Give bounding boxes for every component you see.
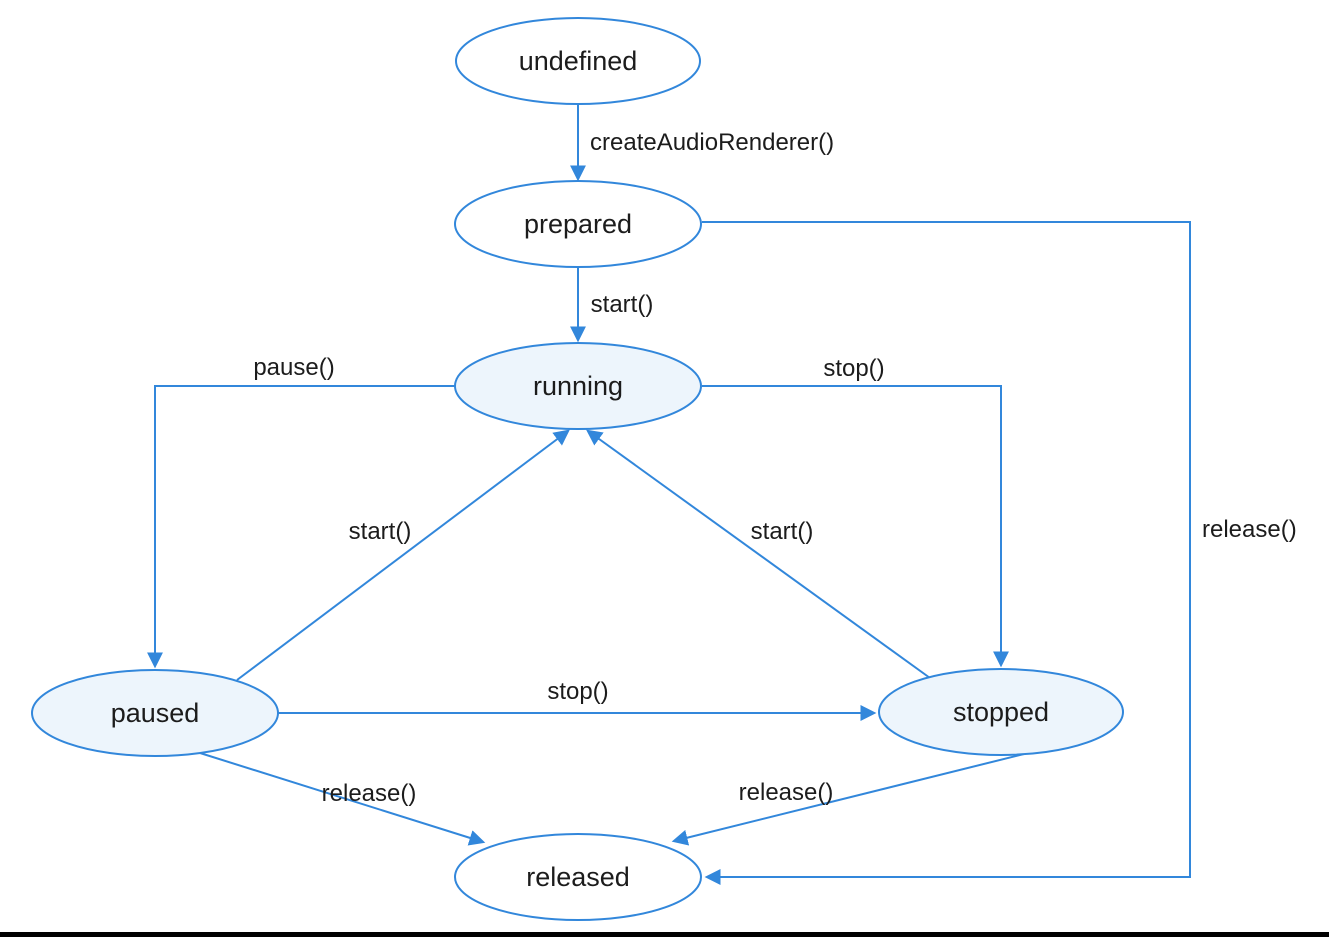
state-label-undefined: undefined: [519, 46, 638, 76]
transition-label-stopped-release: release(): [739, 779, 834, 806]
state-label-paused: paused: [111, 698, 200, 728]
state-ellipse-running: [454, 342, 702, 430]
state-label-released: released: [526, 862, 630, 892]
transition-running-to-stopped: [702, 385, 1009, 668]
transition-stopped-to-running: [586, 429, 931, 679]
transition-label-pause: pause(): [253, 354, 334, 381]
transition-paused-to-released: [199, 752, 486, 846]
state-ellipse-stopped: [878, 668, 1124, 756]
state-ellipse-paused: [31, 669, 279, 757]
state-label-stopped: stopped: [953, 697, 1049, 727]
transition-label-running-stop: stop(): [823, 355, 884, 382]
state-ellipse-undefined: [455, 17, 701, 105]
transition-label-prepared-release: release(): [1202, 516, 1297, 543]
state-label-prepared: prepared: [524, 209, 632, 239]
state-ellipse-released: [454, 833, 702, 921]
transition-paused-to-running: [236, 429, 570, 681]
transition-label-paused-start: start(): [349, 518, 412, 545]
bottom-border-line: [0, 932, 1329, 937]
transition-running-to-paused: [147, 385, 455, 669]
transition-prepared-to-released: [702, 221, 1191, 885]
transition-label-prepared-start: start(): [591, 291, 654, 318]
transition-label-createAudioRenderer: createAudioRenderer(): [590, 129, 834, 156]
transition-label-paused-release: release(): [322, 780, 417, 807]
state-label-running: running: [533, 371, 623, 401]
state-ellipse-prepared: [454, 180, 702, 268]
transition-label-paused-stop: stop(): [547, 678, 608, 705]
transition-label-stopped-start: start(): [751, 518, 814, 545]
transition-stopped-to-released: [671, 752, 1029, 846]
